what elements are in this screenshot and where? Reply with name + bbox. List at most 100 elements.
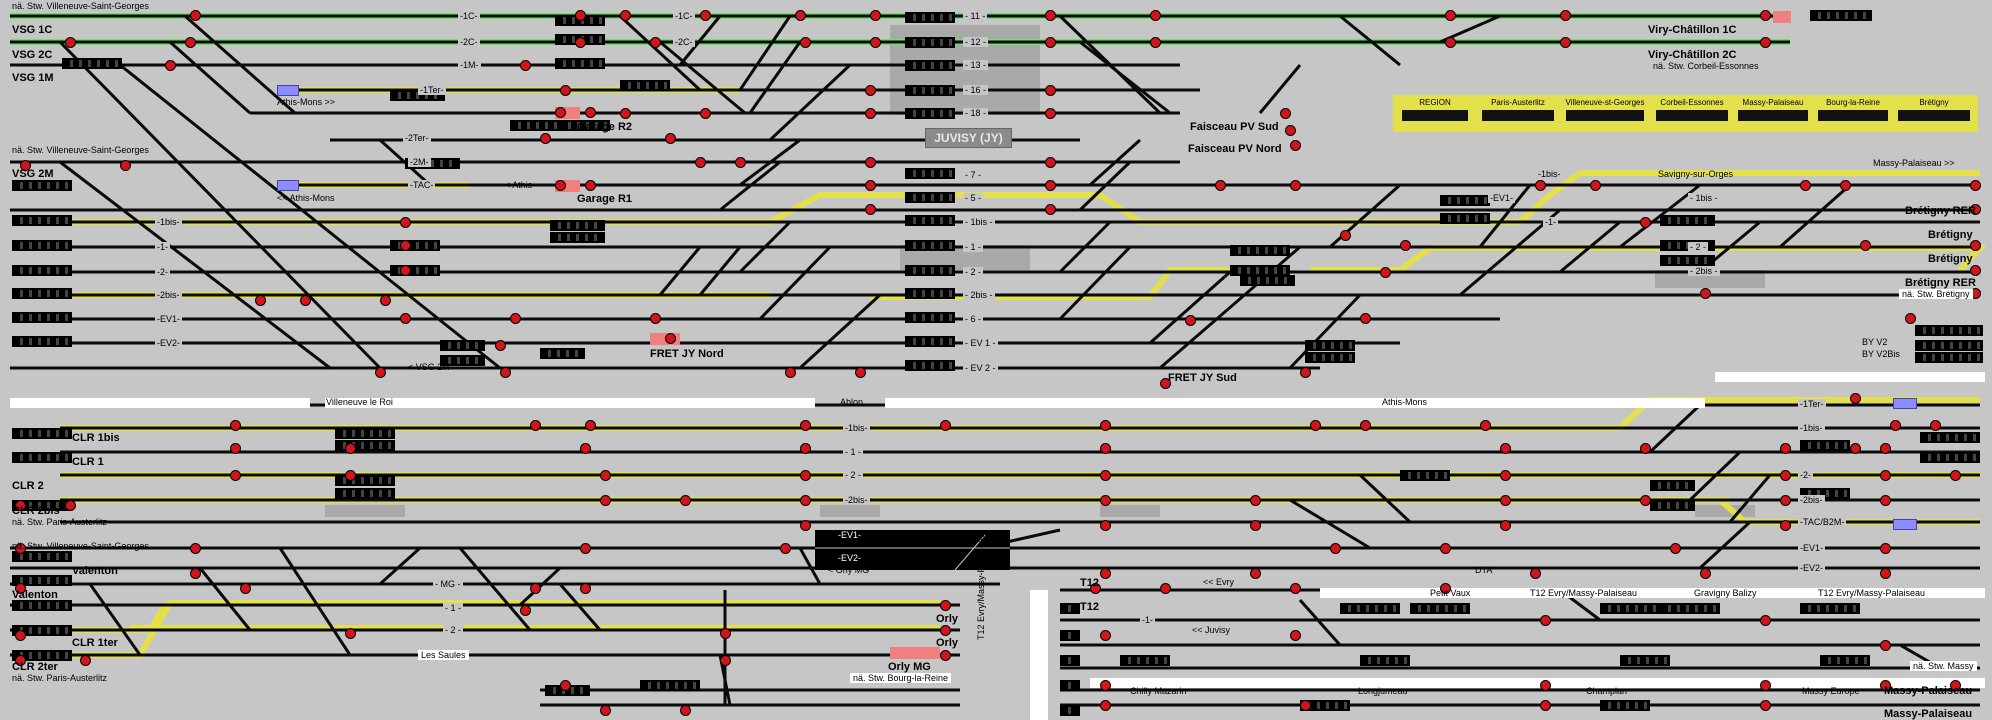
region-slot[interactable] bbox=[1656, 110, 1728, 121]
signal-lamp[interactable] bbox=[680, 705, 691, 716]
signal-lamp[interactable] bbox=[1500, 443, 1511, 454]
signal-lamp[interactable] bbox=[1215, 180, 1226, 191]
train-number-plate[interactable] bbox=[1800, 440, 1850, 451]
signal-lamp[interactable] bbox=[1760, 700, 1771, 711]
signal-lamp[interactable] bbox=[1330, 543, 1341, 554]
signal-lamp[interactable] bbox=[1445, 37, 1456, 48]
train-number-plate[interactable] bbox=[620, 80, 670, 91]
signal-lamp[interactable] bbox=[1880, 568, 1891, 579]
signal-lamp[interactable] bbox=[1290, 630, 1301, 641]
signal-lamp[interactable] bbox=[540, 133, 551, 144]
signal-lamp[interactable] bbox=[1090, 583, 1101, 594]
signal-lamp[interactable] bbox=[720, 628, 731, 639]
train-number-plate[interactable] bbox=[12, 336, 72, 347]
train-number-plate[interactable] bbox=[1915, 325, 1983, 336]
train-number-plate[interactable] bbox=[12, 265, 72, 276]
train-number-plate[interactable] bbox=[550, 220, 605, 231]
signal-lamp[interactable] bbox=[800, 420, 811, 431]
signal-lamp[interactable] bbox=[240, 583, 251, 594]
signal-lamp[interactable] bbox=[1535, 180, 1546, 191]
signal-lamp[interactable] bbox=[650, 313, 661, 324]
signal-lamp[interactable] bbox=[65, 37, 76, 48]
signal-lamp[interactable] bbox=[15, 500, 26, 511]
signal-lamp[interactable] bbox=[665, 333, 676, 344]
signal-lamp[interactable] bbox=[1800, 180, 1811, 191]
signal-lamp[interactable] bbox=[1670, 543, 1681, 554]
train-number-plate[interactable] bbox=[510, 120, 560, 131]
signal-lamp[interactable] bbox=[1400, 240, 1411, 251]
signal-lamp[interactable] bbox=[1970, 204, 1981, 215]
signal-lamp[interactable] bbox=[1890, 420, 1901, 431]
train-number-plate[interactable] bbox=[1340, 603, 1400, 614]
signal-lamp[interactable] bbox=[1445, 10, 1456, 21]
train-number-plate[interactable] bbox=[905, 215, 955, 226]
signal-lamp[interactable] bbox=[15, 655, 26, 666]
route-box[interactable] bbox=[277, 85, 299, 96]
signal-lamp[interactable] bbox=[1100, 568, 1111, 579]
signal-lamp[interactable] bbox=[1590, 180, 1601, 191]
signal-lamp[interactable] bbox=[865, 157, 876, 168]
train-number-plate[interactable] bbox=[1060, 680, 1080, 691]
signal-lamp[interactable] bbox=[870, 10, 881, 21]
signal-lamp[interactable] bbox=[495, 340, 506, 351]
signal-lamp[interactable] bbox=[1880, 443, 1891, 454]
signal-lamp[interactable] bbox=[1250, 495, 1261, 506]
train-number-plate[interactable] bbox=[560, 120, 610, 131]
train-number-plate[interactable] bbox=[1360, 655, 1410, 666]
signal-lamp[interactable] bbox=[120, 160, 131, 171]
train-number-plate[interactable] bbox=[390, 265, 440, 276]
signal-lamp[interactable] bbox=[190, 543, 201, 554]
signal-lamp[interactable] bbox=[1970, 265, 1981, 276]
train-number-plate[interactable] bbox=[905, 312, 955, 323]
signal-lamp[interactable] bbox=[1640, 443, 1651, 454]
signal-lamp[interactable] bbox=[580, 543, 591, 554]
region-tab-bretigny[interactable]: Brétigny bbox=[1919, 98, 1949, 107]
region-slot[interactable] bbox=[1482, 110, 1554, 121]
signal-lamp[interactable] bbox=[870, 37, 881, 48]
signal-lamp[interactable] bbox=[585, 180, 596, 191]
signal-lamp[interactable] bbox=[1290, 180, 1301, 191]
train-number-plate[interactable] bbox=[12, 288, 72, 299]
signal-lamp[interactable] bbox=[1905, 313, 1916, 324]
signal-lamp[interactable] bbox=[940, 650, 951, 661]
signal-lamp[interactable] bbox=[1250, 520, 1261, 531]
train-number-plate[interactable] bbox=[440, 340, 485, 351]
train-number-plate[interactable] bbox=[1660, 255, 1715, 266]
train-number-plate[interactable] bbox=[1410, 603, 1470, 614]
signal-lamp[interactable] bbox=[1310, 420, 1321, 431]
train-number-plate[interactable] bbox=[1060, 655, 1080, 666]
region-tab-villeneuve[interactable]: Villeneuve-st-Georges bbox=[1565, 98, 1645, 107]
signal-lamp[interactable] bbox=[1760, 37, 1771, 48]
signal-lamp[interactable] bbox=[1700, 288, 1711, 299]
train-number-plate[interactable] bbox=[1600, 603, 1660, 614]
signal-lamp[interactable] bbox=[600, 470, 611, 481]
train-number-plate[interactable] bbox=[905, 108, 955, 119]
signal-lamp[interactable] bbox=[1285, 125, 1296, 136]
signal-lamp[interactable] bbox=[530, 583, 541, 594]
train-number-plate[interactable] bbox=[905, 85, 955, 96]
signal-lamp[interactable] bbox=[1540, 680, 1551, 691]
signal-lamp[interactable] bbox=[1045, 204, 1056, 215]
train-number-plate[interactable] bbox=[1920, 432, 1980, 443]
signal-lamp[interactable] bbox=[1930, 420, 1941, 431]
signal-lamp[interactable] bbox=[620, 108, 631, 119]
signal-lamp[interactable] bbox=[700, 10, 711, 21]
alarm-box[interactable] bbox=[890, 647, 940, 659]
train-number-plate[interactable] bbox=[1060, 705, 1080, 716]
signal-lamp[interactable] bbox=[1860, 240, 1871, 251]
signal-lamp[interactable] bbox=[1100, 495, 1111, 506]
signal-lamp[interactable] bbox=[1780, 520, 1791, 531]
train-number-plate[interactable] bbox=[1915, 352, 1983, 363]
train-number-plate[interactable] bbox=[905, 360, 955, 371]
signal-lamp[interactable] bbox=[1440, 583, 1451, 594]
train-number-plate[interactable] bbox=[440, 355, 485, 366]
signal-lamp[interactable] bbox=[585, 420, 596, 431]
train-number-plate[interactable] bbox=[540, 348, 585, 359]
signal-lamp[interactable] bbox=[800, 470, 811, 481]
signal-lamp[interactable] bbox=[800, 443, 811, 454]
signal-lamp[interactable] bbox=[400, 313, 411, 324]
signal-lamp[interactable] bbox=[1380, 267, 1391, 278]
signal-lamp[interactable] bbox=[1560, 10, 1571, 21]
signal-lamp[interactable] bbox=[375, 367, 386, 378]
signal-lamp[interactable] bbox=[1100, 680, 1111, 691]
